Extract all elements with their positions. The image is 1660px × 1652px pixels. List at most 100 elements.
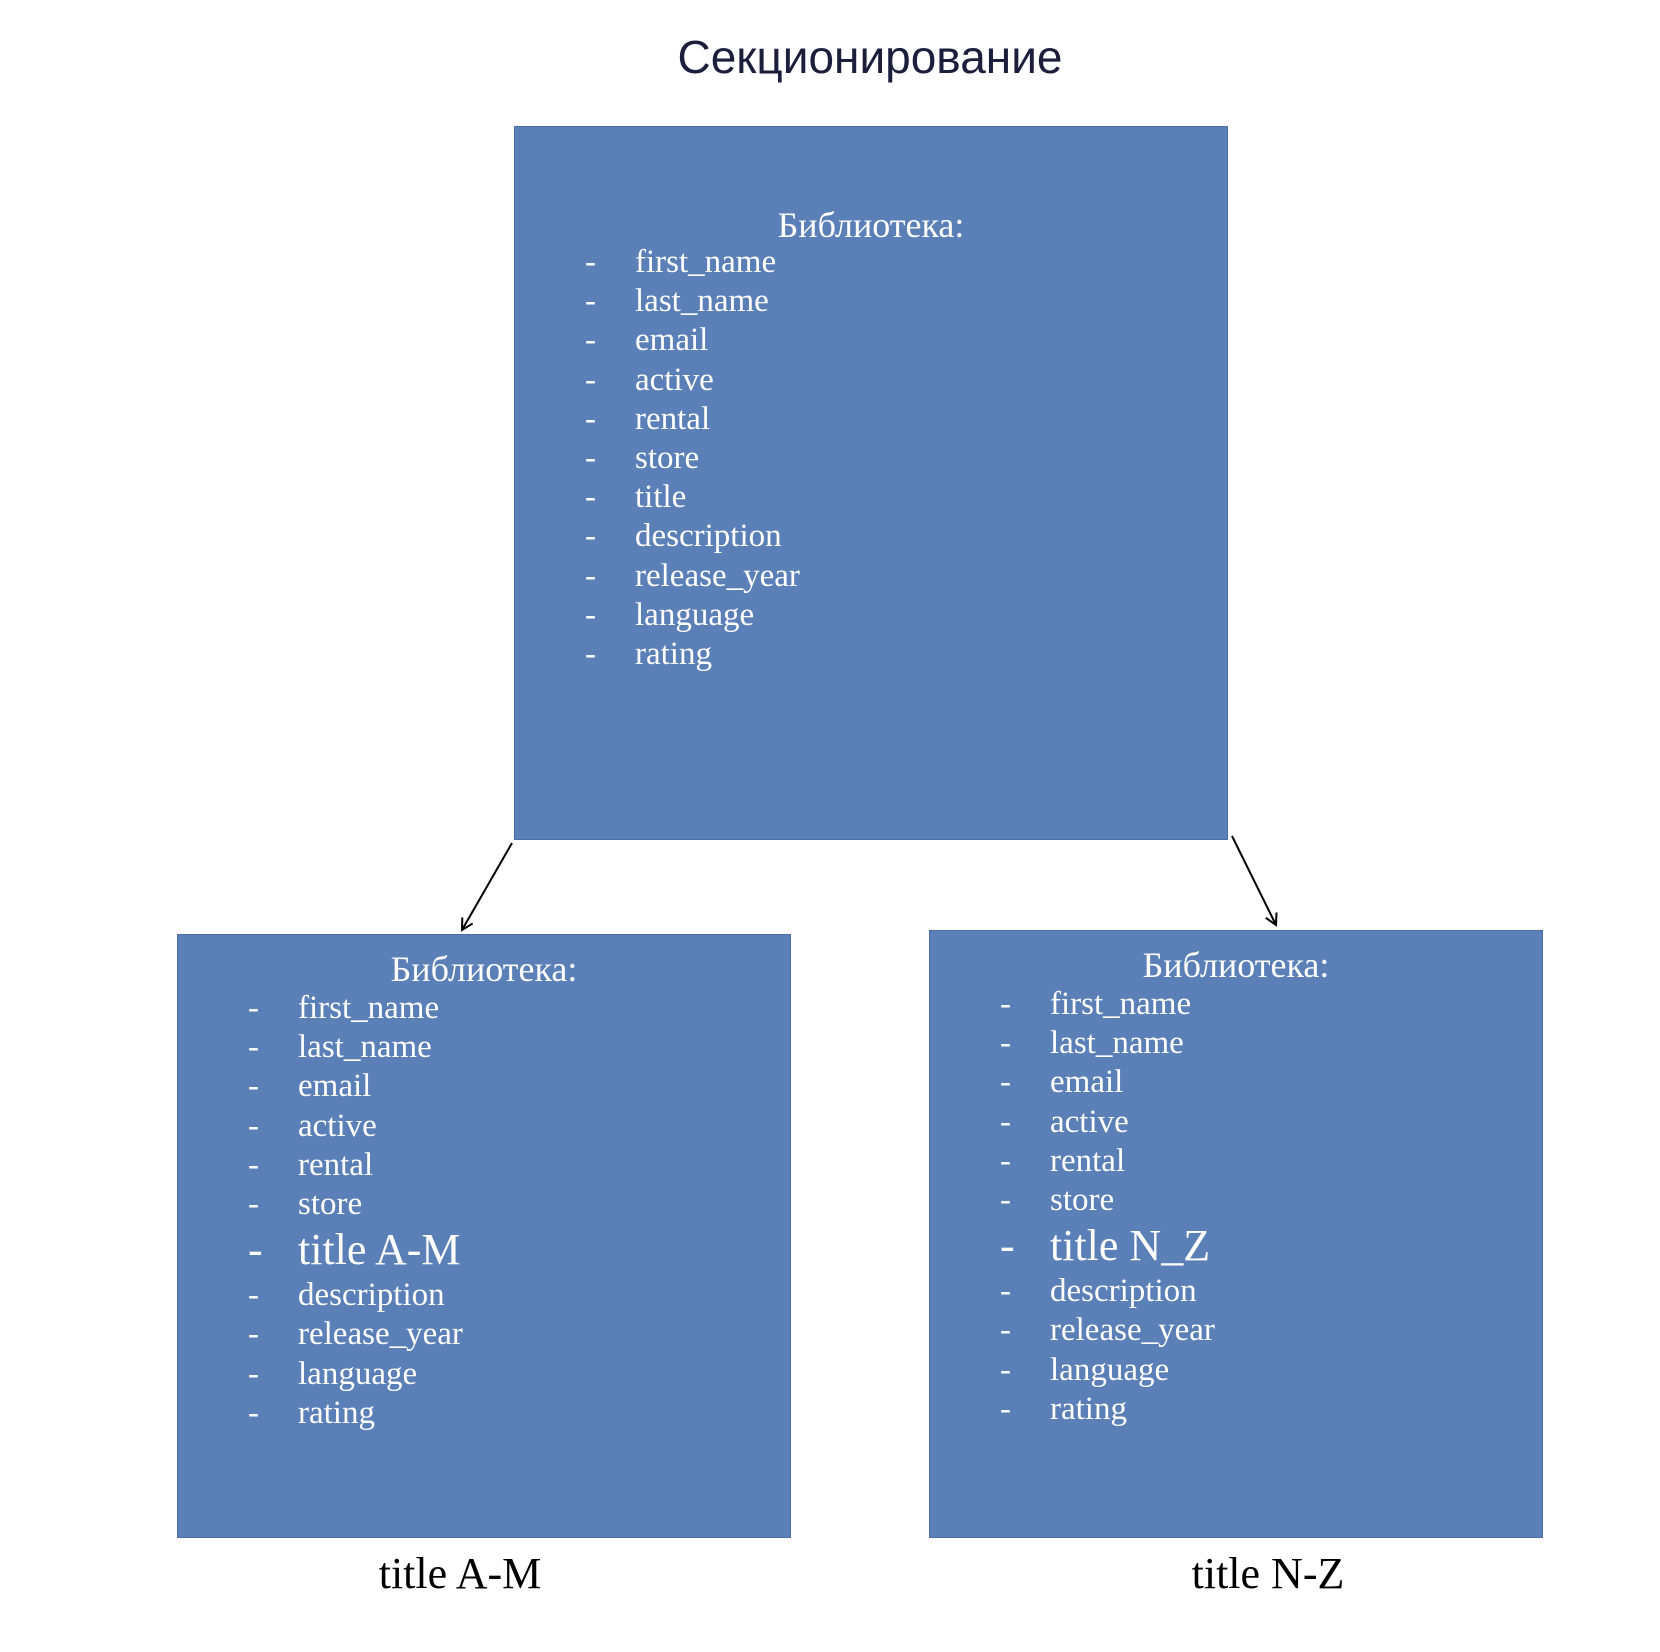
bullet-dash: - [1000, 1390, 1011, 1427]
bullet-dash: - [248, 1146, 259, 1183]
bullet-dash: - [585, 596, 596, 633]
list-item: - active [1000, 1103, 1215, 1142]
field-label: description [298, 1277, 445, 1314]
field-label: store [298, 1185, 363, 1222]
field-label: last_name [635, 283, 769, 320]
field-label: first_name [1050, 986, 1192, 1022]
bullet-dash: - [585, 518, 596, 555]
bullet-dash: - [248, 1107, 259, 1144]
field-label: email [298, 1068, 372, 1105]
top-field-list: -first_name -last_name -email -active -r… [585, 243, 800, 674]
list-item: - last_name [248, 1028, 463, 1067]
partition-key-item: -title A-M [248, 1224, 463, 1276]
field-label: rating [635, 635, 712, 672]
bullet-dash: - [248, 1316, 259, 1353]
left-field-list: - first_name - last_name - email - active - r… [248, 989, 463, 1433]
list-item: - email [248, 1067, 463, 1106]
left-box-heading: Библиотека: [390, 949, 578, 989]
list-item: - email [1000, 1063, 1215, 1102]
bullet-dash: - [1000, 1273, 1011, 1310]
bullet-dash: - [248, 1394, 259, 1431]
bullet-dash: - [585, 283, 596, 320]
list-item: - first_name [1000, 985, 1215, 1024]
bullet-dash: - [585, 322, 596, 359]
bullet-dash: - [1000, 1181, 1011, 1218]
bullet-dash: - [248, 1068, 259, 1105]
list-item: -release_year [1000, 1311, 1215, 1350]
bullet-dash: - [248, 1029, 259, 1066]
field-label: rental [1050, 1142, 1126, 1179]
list-item: - first_name [248, 989, 463, 1028]
field-label: title [635, 479, 687, 516]
bullet-dash: - [1000, 1064, 1011, 1101]
bullet-dash: - [585, 479, 596, 516]
field-label: rating [1050, 1390, 1127, 1427]
bullet-dash: - [585, 244, 596, 280]
list-item: - language [248, 1355, 463, 1394]
field-label: last_name [298, 1029, 432, 1066]
field-label: release_year [298, 1316, 463, 1353]
field-label: release_year [1050, 1312, 1215, 1349]
bullet-dash: - [1000, 1351, 1011, 1388]
bullet-dash: - [585, 439, 596, 476]
partition-key-label: title N_Z [1050, 1221, 1211, 1271]
list-item: - active [585, 361, 800, 400]
bullet-dash: - [248, 990, 259, 1026]
field-label: description [1050, 1273, 1197, 1310]
top-library-box: Библиотека: - first_name - last_name -emai… [514, 126, 1228, 840]
list-item: -store [1000, 1181, 1215, 1220]
list-item: - rating [248, 1394, 463, 1433]
left-partition-caption: title A-M [378, 1549, 542, 1598]
list-item: - language [1000, 1351, 1215, 1390]
bullet-dash: - [585, 557, 596, 594]
field-label: store [635, 439, 700, 476]
bullet-dash: - [585, 635, 596, 672]
list-item: - description [585, 517, 800, 556]
right-box-heading: Библиотека: [1142, 945, 1330, 985]
list-item: - store [585, 439, 800, 478]
list-item: -rental [585, 400, 800, 439]
list-item: - release_year [585, 557, 800, 596]
bullet-dash: - [585, 400, 596, 437]
arrow-to-right-partition [1231, 835, 1276, 925]
bullet-dash: - [248, 1225, 263, 1275]
arrow-to-left-partition [462, 842, 513, 930]
right-partition-caption: title N-Z [1191, 1549, 1345, 1598]
bullet-dash: - [248, 1355, 259, 1392]
list-item: - last_name [1000, 1024, 1215, 1063]
field-label: active [298, 1107, 377, 1144]
field-label: release_year [635, 557, 800, 594]
top-box-heading: Библиотека: [777, 205, 965, 245]
field-label: last_name [1050, 1025, 1184, 1062]
list-item: -email [585, 321, 800, 360]
partition-key-label: title A-M [298, 1225, 461, 1275]
list-item: - language [585, 596, 800, 635]
bullet-dash: - [1000, 986, 1011, 1022]
field-label: language [1050, 1351, 1170, 1388]
list-item: - store [248, 1185, 463, 1224]
field-label: first_name [635, 244, 777, 280]
bullet-dash: - [1000, 1025, 1011, 1062]
bullet-dash: - [585, 361, 596, 398]
list-item: - rental [248, 1146, 463, 1185]
field-label: active [635, 361, 714, 398]
field-label: language [635, 596, 755, 633]
list-item: - rating [1000, 1390, 1215, 1429]
list-item: - active [248, 1107, 463, 1146]
list-item: - description [1000, 1272, 1215, 1311]
field-label: first_name [298, 990, 440, 1026]
left-partition-box: Библиотека: - first_name - last_name - emai… [177, 934, 791, 1538]
field-label: language [298, 1355, 418, 1392]
field-label: rental [298, 1146, 374, 1183]
diagram-title: Секционирование [677, 31, 1063, 83]
right-partition-box: Библиотека: - first_name - last_name - emai… [929, 930, 1543, 1538]
bullet-dash: - [248, 1185, 259, 1222]
field-label: rating [298, 1394, 375, 1431]
bullet-dash: - [1000, 1103, 1011, 1140]
field-label: description [635, 518, 782, 555]
list-item: - title [585, 478, 800, 517]
field-label: active [1050, 1103, 1129, 1140]
bullet-dash: - [1000, 1142, 1011, 1179]
field-label: email [1050, 1064, 1124, 1101]
list-item: -description [248, 1276, 463, 1315]
